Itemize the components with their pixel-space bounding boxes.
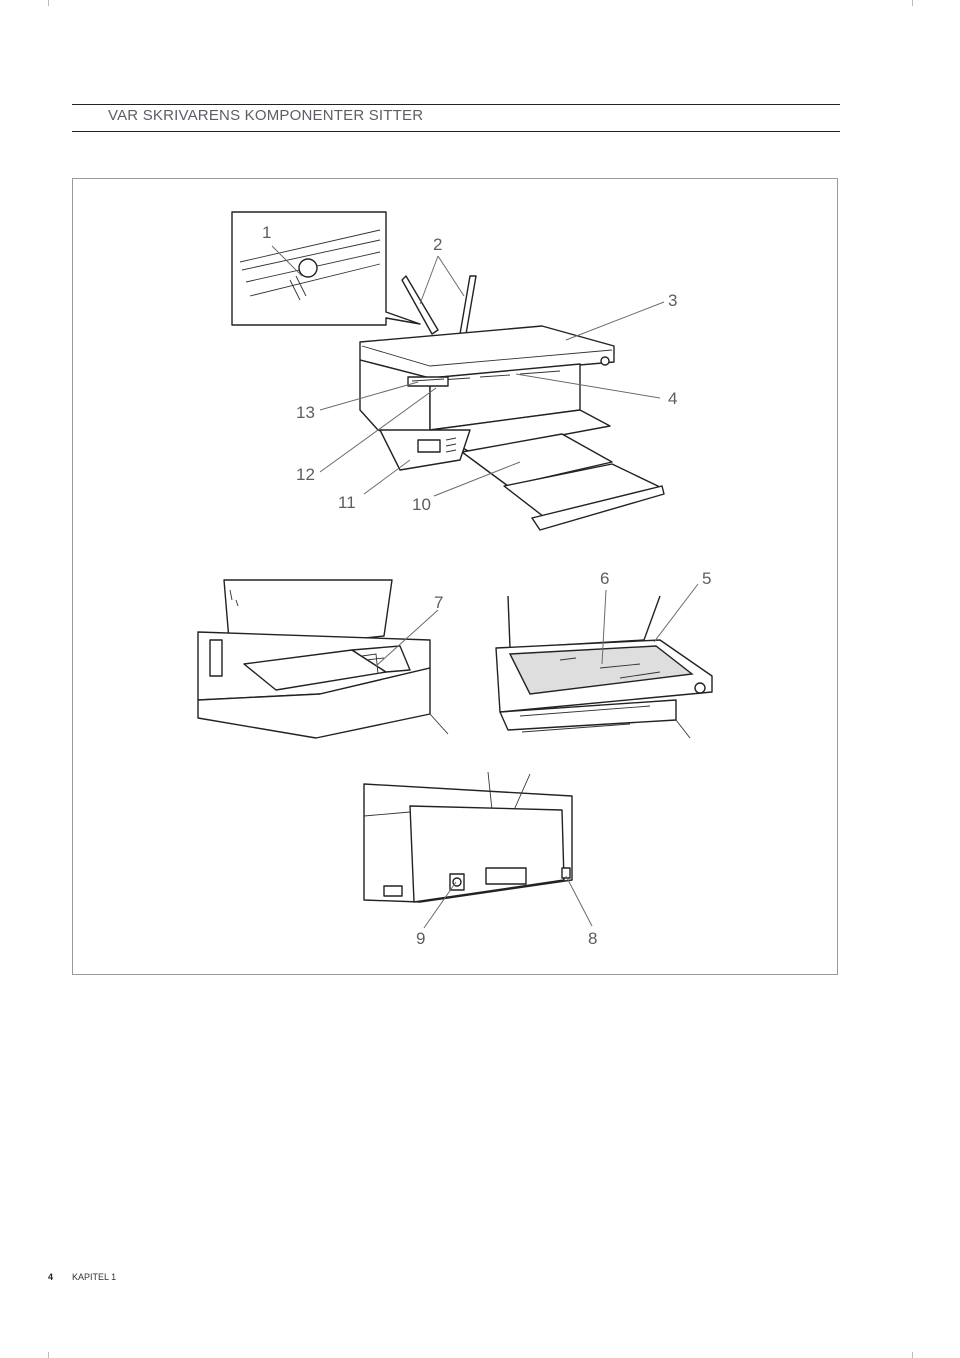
callout-11: 11 <box>338 493 356 512</box>
printer-open-cartridges-view <box>197 579 449 739</box>
callout-3: 3 <box>668 291 677 310</box>
scanner-glass-view <box>495 595 713 739</box>
printer-main-view <box>359 275 665 531</box>
callout-7: 7 <box>434 593 443 612</box>
chapter-label: KAPITEL 1 <box>72 1272 117 1282</box>
printer-back-view <box>363 771 573 903</box>
crop-mark <box>912 1352 913 1358</box>
callout-9: 9 <box>416 929 425 948</box>
crop-mark <box>912 0 913 6</box>
callout-leader-lines <box>271 245 699 929</box>
callout-8: 8 <box>588 929 597 948</box>
callout-12: 12 <box>296 465 315 484</box>
figure-frame <box>72 178 838 975</box>
header-rule-bottom <box>72 131 840 132</box>
inset-roller-detail <box>231 211 421 326</box>
page-number: 4 <box>48 1272 54 1282</box>
header-rule-top <box>72 104 840 105</box>
callout-5: 5 <box>702 569 711 588</box>
callout-6: 6 <box>600 569 609 588</box>
callout-2: 2 <box>433 235 442 254</box>
callout-1: 1 <box>262 223 271 242</box>
crop-mark <box>48 1352 49 1358</box>
callout-4: 4 <box>668 389 677 408</box>
crop-mark <box>48 0 49 6</box>
callout-13: 13 <box>296 403 315 422</box>
callout-10: 10 <box>412 495 431 514</box>
page-title: VAR SKRIVARENS KOMPONENTER SITTER <box>108 107 424 124</box>
